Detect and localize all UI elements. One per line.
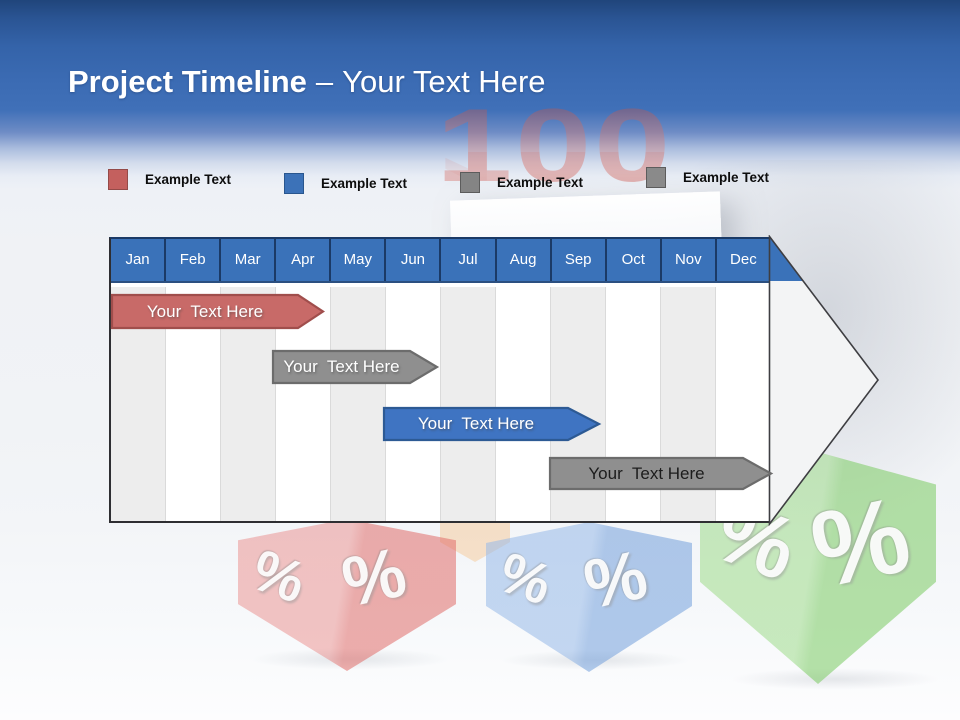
title-primary[interactable]: Project Timeline bbox=[68, 64, 307, 99]
gantt-arrowhead bbox=[768, 235, 880, 527]
percent-glyph: % bbox=[577, 535, 654, 624]
gantt-column bbox=[441, 287, 496, 521]
title-separator: – bbox=[315, 64, 334, 99]
page-title[interactable]: Project Timeline–Your Text Here bbox=[68, 63, 546, 101]
gantt-bar[interactable]: Your Text Here bbox=[109, 292, 326, 331]
gantt-bar[interactable]: Your Text Here bbox=[381, 405, 602, 443]
legend-item[interactable]: Example Text bbox=[284, 173, 460, 195]
legend-item[interactable]: Example Text bbox=[460, 172, 646, 194]
percent-glyph: % bbox=[335, 532, 413, 622]
legend-label[interactable]: Example Text bbox=[497, 175, 584, 190]
legend-label[interactable]: Example Text bbox=[683, 170, 770, 185]
month-cell: Nov bbox=[661, 239, 717, 281]
gantt-bar-label[interactable]: Your Text Here bbox=[146, 302, 264, 321]
gantt-column bbox=[331, 287, 386, 521]
month-cell: Feb bbox=[166, 239, 222, 281]
gantt-column bbox=[496, 287, 551, 521]
legend-swatch bbox=[460, 172, 480, 193]
legend-swatch bbox=[284, 173, 304, 194]
gantt-bar[interactable]: Your Text Here bbox=[547, 455, 774, 492]
month-cell: Jun bbox=[386, 239, 442, 281]
gantt-bar-label[interactable]: Your Text Here bbox=[417, 414, 535, 433]
title-secondary[interactable]: Your Text Here bbox=[342, 64, 546, 99]
month-cell: Apr bbox=[276, 239, 332, 281]
gantt-bar-label[interactable]: Your Text Here bbox=[588, 464, 705, 483]
gantt-bar-shape bbox=[548, 456, 774, 491]
legend-swatch bbox=[646, 167, 666, 188]
legend: Example Text Example Text Example Text Exam… bbox=[108, 167, 822, 194]
month-cell: Mar bbox=[221, 239, 277, 281]
month-cell: Dec bbox=[716, 239, 770, 281]
gantt-column bbox=[386, 287, 441, 521]
gantt-bar-shape bbox=[110, 293, 325, 330]
percent-glyph: % bbox=[243, 537, 315, 617]
percent-glyph: % bbox=[490, 540, 561, 618]
cube-shadow bbox=[730, 668, 940, 690]
legend-item[interactable]: Example Text bbox=[108, 169, 284, 191]
gantt-bar[interactable]: Your Text Here bbox=[270, 348, 440, 386]
month-cell: Oct bbox=[606, 239, 662, 281]
legend-label[interactable]: Example Text bbox=[321, 176, 408, 191]
legend-label[interactable]: Example Text bbox=[145, 172, 232, 187]
legend-item[interactable]: Example Text bbox=[646, 167, 822, 189]
gantt-bar-label[interactable]: Your Text Here bbox=[283, 357, 400, 376]
legend-swatch bbox=[108, 169, 128, 190]
month-cell: Jul bbox=[441, 239, 497, 281]
month-cell: Sep bbox=[551, 239, 607, 281]
gantt-bar-shape bbox=[382, 406, 602, 442]
month-cell: Aug bbox=[496, 239, 552, 281]
month-cell: Jan bbox=[111, 239, 167, 281]
gantt-bar-shape bbox=[271, 349, 440, 385]
month-cell: May bbox=[331, 239, 387, 281]
